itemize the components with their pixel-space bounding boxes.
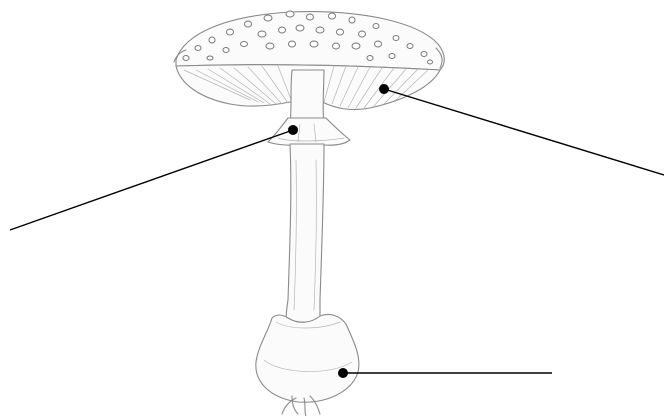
mushroom-volva	[256, 314, 359, 416]
pointer-ring	[10, 125, 298, 230]
pointer-cap-underside	[379, 84, 664, 175]
pointer-dot	[338, 368, 348, 378]
pointer-dot	[288, 125, 298, 135]
pointer-dot	[379, 84, 389, 94]
pointer-volva	[338, 368, 552, 378]
